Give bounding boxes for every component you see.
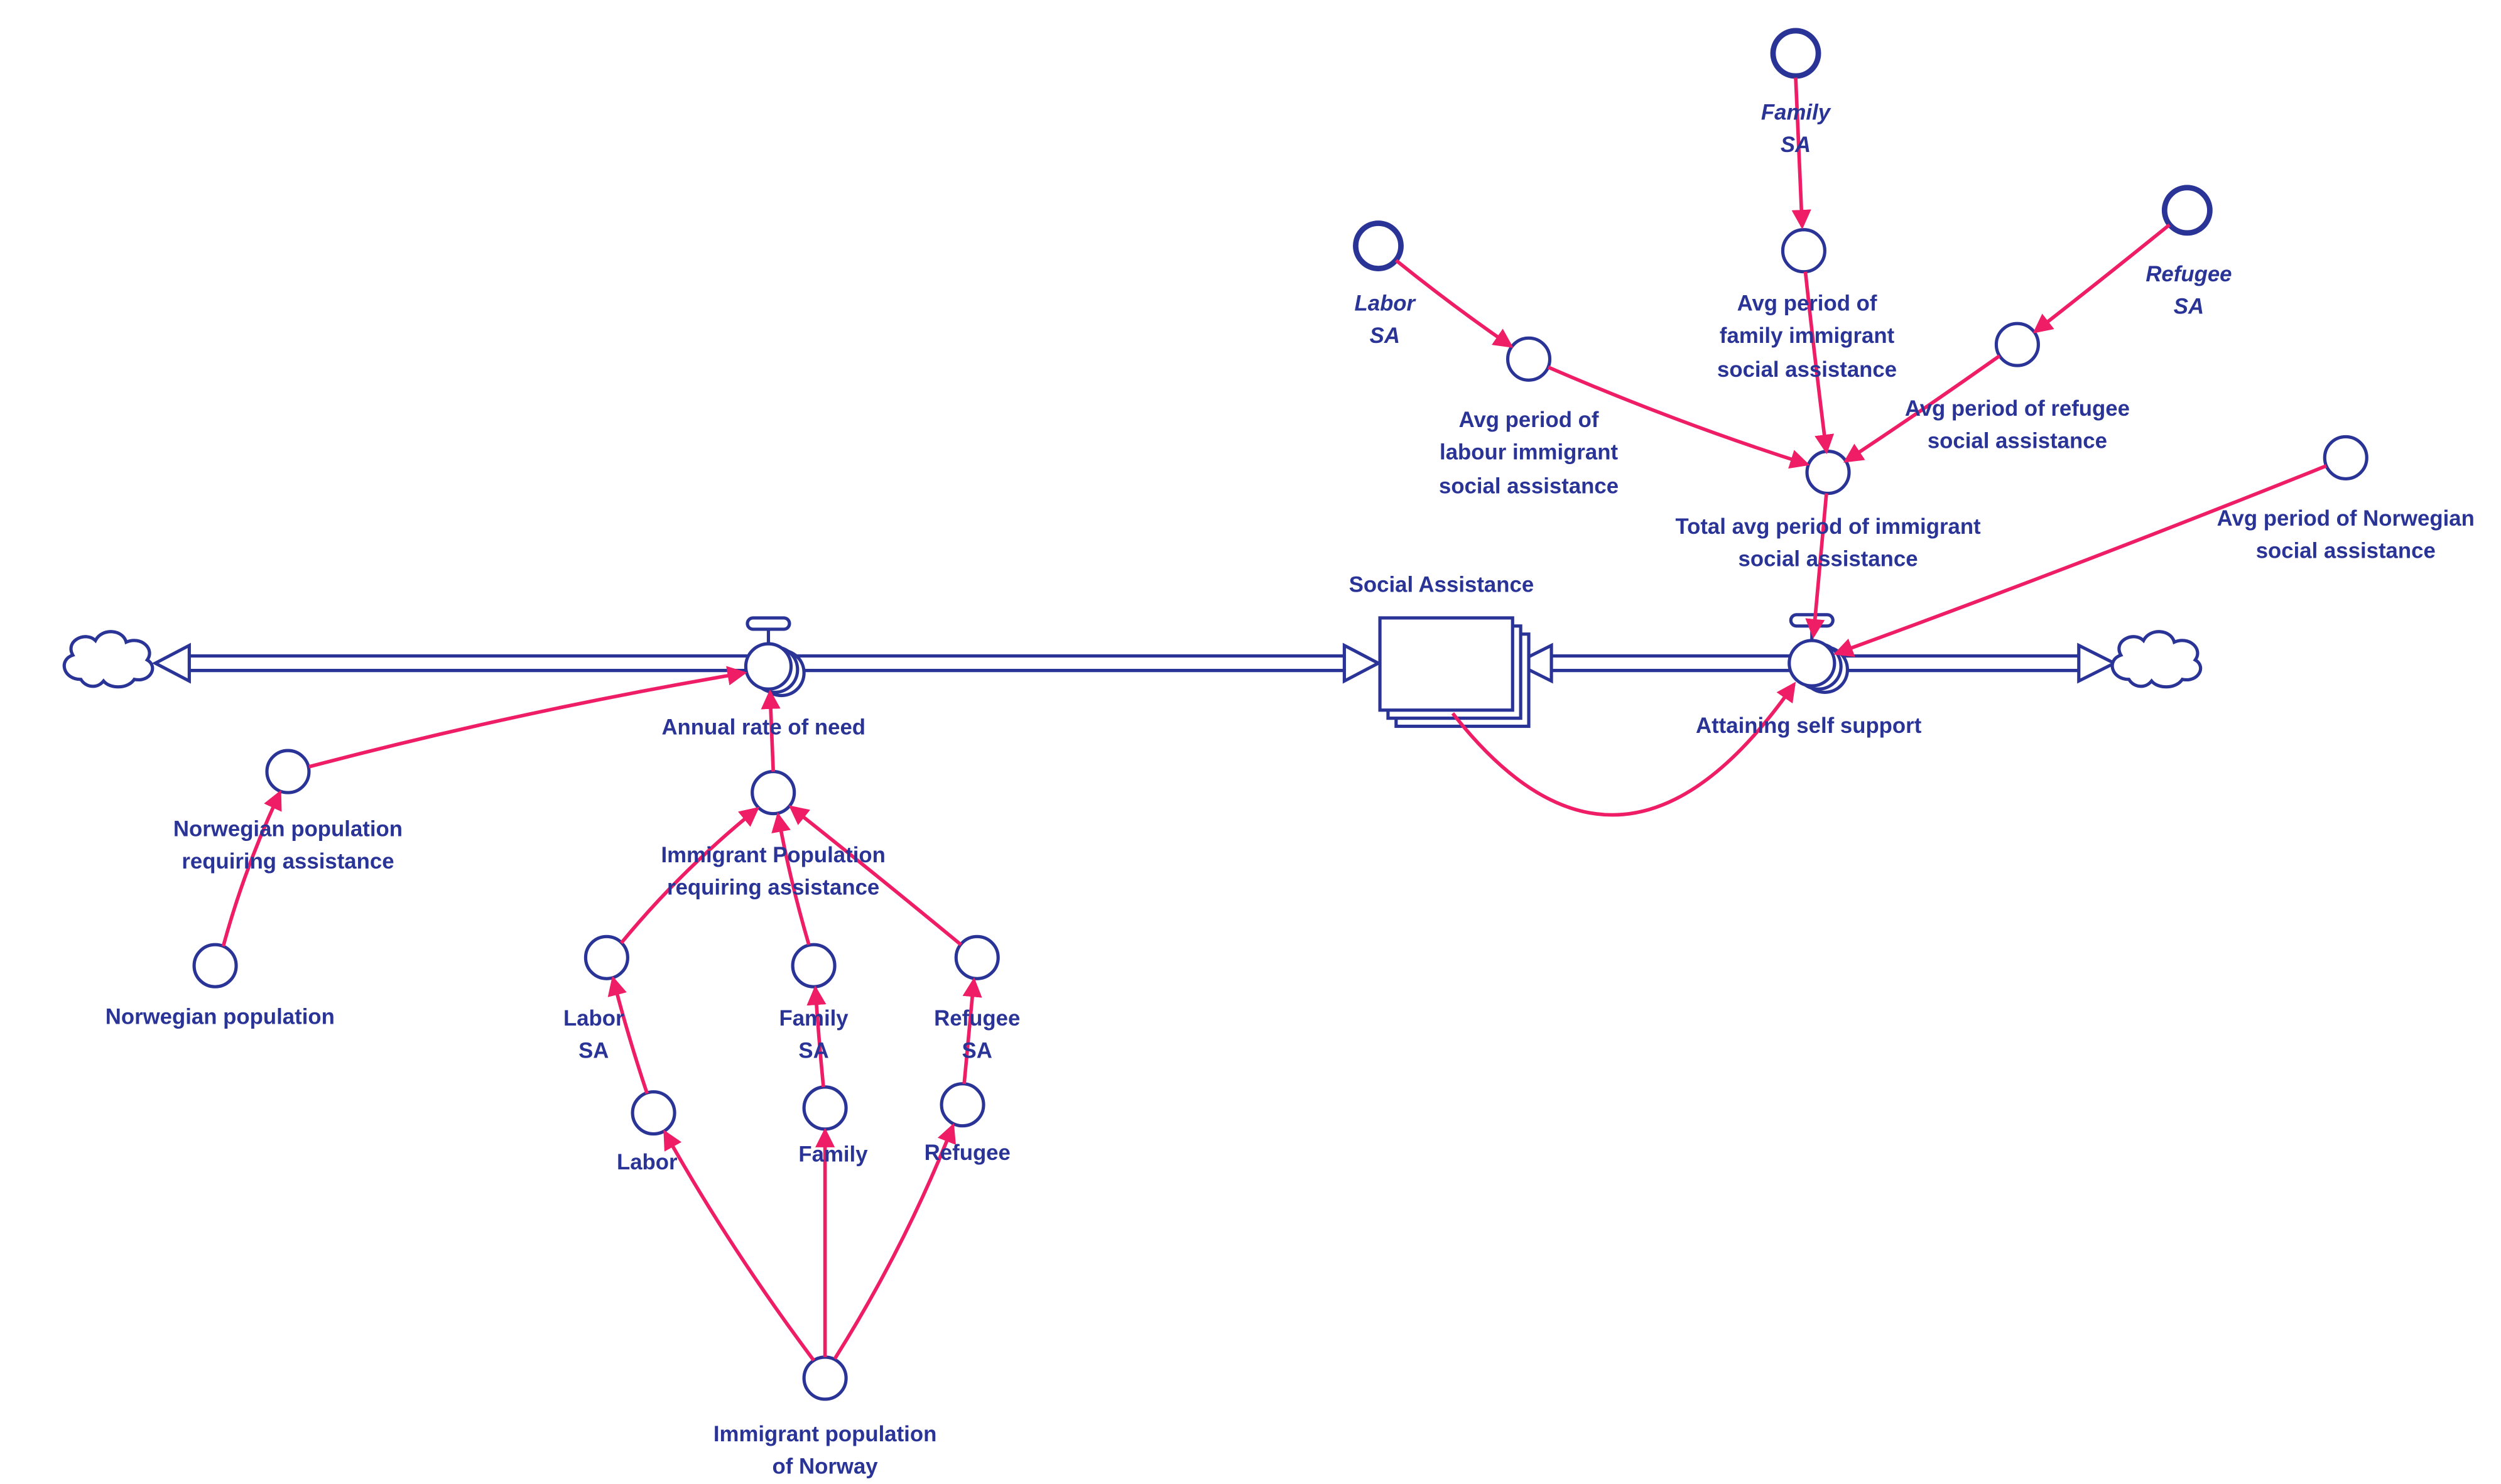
converter-norwegian-population[interactable] bbox=[192, 943, 238, 988]
connector-avg-family-to-total[interactable] bbox=[1803, 271, 1835, 455]
inflow-source-arrowhead bbox=[151, 642, 191, 684]
connector-norw-pop-to-norw-pop-req[interactable] bbox=[221, 789, 282, 947]
converter-immigrant-pop-requiring[interactable] bbox=[751, 770, 796, 816]
stock-label: Social Assistance bbox=[1348, 572, 1534, 597]
refugee-label: Refugee bbox=[924, 1140, 1011, 1165]
outflow-sink-arrowhead bbox=[2077, 642, 2119, 684]
connector-avg-labour-to-total[interactable] bbox=[1547, 366, 1810, 469]
connector-family-sa-to-imm-pop-req[interactable] bbox=[771, 812, 811, 946]
stock-social-assistance[interactable] bbox=[1378, 616, 1531, 728]
avg-period-norwegian-label: Avg period of Norwegian social assistanc… bbox=[2216, 506, 2475, 563]
converter-avg-period-refugee[interactable] bbox=[1994, 322, 2040, 367]
connector-total-to-attaining[interactable] bbox=[1805, 493, 1828, 639]
ghost-family-sa-label: Family SA bbox=[1760, 100, 1831, 158]
connector-refugee-to-refugee-sa[interactable] bbox=[962, 977, 982, 1084]
connector-labor-sa-to-avg-labour[interactable] bbox=[1395, 259, 1514, 348]
converter-avg-period-norwegian[interactable] bbox=[2323, 435, 2368, 480]
connector-labor-to-labor-sa[interactable] bbox=[607, 975, 649, 1095]
converter-refugee-sa[interactable] bbox=[954, 934, 1000, 980]
valve-handle bbox=[1789, 613, 1835, 628]
valve-annual-rate-of-need[interactable] bbox=[744, 616, 806, 698]
converter-immigrant-pop-norway[interactable] bbox=[802, 1355, 848, 1401]
converter-family-sa[interactable] bbox=[791, 943, 837, 988]
connector-family-to-family-sa[interactable] bbox=[806, 985, 827, 1088]
norwegian-population-label: Norwegian population bbox=[105, 1004, 335, 1029]
avg-period-family-label: Avg period of family immigrant social as… bbox=[1717, 291, 1897, 381]
ghost-converter-family-sa[interactable] bbox=[1770, 28, 1821, 79]
attaining-self-support-label: Attaining self support bbox=[1695, 713, 1922, 738]
sink-cloud-icon[interactable] bbox=[2110, 630, 2203, 689]
inflow-stock-arrowhead bbox=[1342, 642, 1382, 684]
avg-period-labour-label: Avg period of labour immigrant social as… bbox=[1438, 408, 1619, 498]
converter-labor[interactable] bbox=[631, 1090, 676, 1136]
connector-imm-pop-req-to-annual-rate[interactable] bbox=[761, 689, 781, 772]
connector-imm-pop-to-labor[interactable] bbox=[663, 1129, 815, 1362]
immigrant-pop-norway-label: Immigrant population of Norway bbox=[713, 1422, 937, 1479]
ghost-converter-labor-sa[interactable] bbox=[1353, 220, 1404, 271]
valve-handle bbox=[746, 616, 791, 631]
ghost-refugee-sa-label: Refugee SA bbox=[2146, 262, 2232, 320]
avg-period-refugee-label: Avg period of refugee social assistance bbox=[1904, 396, 2130, 453]
connector-labor-sa-to-imm-pop-req[interactable] bbox=[619, 806, 760, 945]
family-label: Family bbox=[798, 1142, 868, 1167]
connector-norw-pop-req-to-annual-rate[interactable] bbox=[308, 666, 747, 769]
connector-imm-pop-to-refugee[interactable] bbox=[833, 1123, 956, 1360]
immigrant-pop-requiring-label: Immigrant Population requiring assistanc… bbox=[661, 842, 886, 900]
annual-rate-of-need-label: Annual rate of need bbox=[661, 715, 866, 740]
ghost-labor-sa-label: Labor SA bbox=[1354, 291, 1416, 349]
source-cloud-icon[interactable] bbox=[62, 630, 155, 689]
connector-stock-to-attaining[interactable] bbox=[1451, 681, 1796, 817]
converter-avg-period-labour[interactable] bbox=[1505, 336, 1552, 382]
converter-total-avg-period[interactable] bbox=[1805, 450, 1851, 496]
labor-sa-label: Labor SA bbox=[563, 1006, 624, 1063]
connector-avg-refugee-to-total[interactable] bbox=[1843, 354, 2001, 463]
connector-avg-norwegian-to-attaining[interactable] bbox=[1833, 464, 2327, 658]
converter-labor-sa[interactable] bbox=[583, 934, 629, 980]
labor-label: Labor bbox=[616, 1150, 678, 1174]
refugee-sa-label: Refugee SA bbox=[934, 1006, 1021, 1063]
converter-family[interactable] bbox=[802, 1085, 848, 1131]
converter-norwegian-pop-requiring[interactable] bbox=[265, 749, 311, 794]
converter-refugee[interactable] bbox=[940, 1082, 985, 1128]
connector-family-sa-to-avg-family[interactable] bbox=[1791, 77, 1811, 230]
outflow-stock-arrowhead bbox=[1512, 642, 1553, 684]
connector-refugee-sa-to-imm-pop-req[interactable] bbox=[788, 805, 962, 946]
family-sa-label: Family SA bbox=[779, 1006, 849, 1063]
connector-refugee-sa-to-avg-refugee[interactable] bbox=[2032, 223, 2171, 333]
norwegian-pop-requiring-label: Norwegian population requiring assistanc… bbox=[173, 816, 403, 874]
ghost-converter-refugee-sa[interactable] bbox=[2161, 185, 2213, 236]
total-avg-period-label: Total avg period of immigrant social ass… bbox=[1675, 514, 1981, 571]
converter-avg-period-family[interactable] bbox=[1781, 228, 1826, 274]
